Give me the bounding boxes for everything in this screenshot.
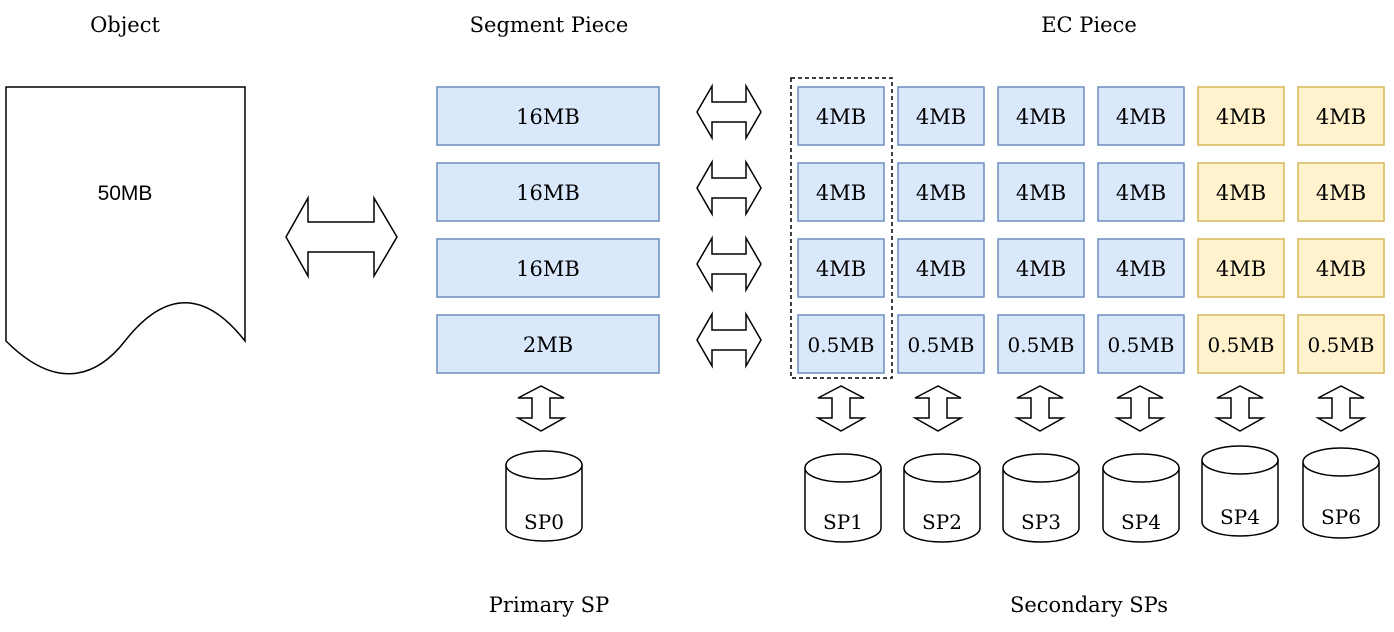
object-size-label: 50MB <box>98 182 153 205</box>
sp-label: SP4 <box>1220 505 1260 529</box>
object-document: 50MB <box>5 86 246 375</box>
horizontal-double-arrow <box>696 83 762 141</box>
segment-piece-header: Segment Piece <box>470 13 629 37</box>
ec-cell-label: 0.5MB <box>1108 333 1175 357</box>
segment-piece-list: 16MB 16MB 16MB 2MB <box>436 86 660 374</box>
secondary-sp: SP2 <box>903 453 981 543</box>
sp-label: SP2 <box>922 510 962 534</box>
ec-cell-label: 4MB <box>1316 105 1366 129</box>
ec-cell-label: 4MB <box>916 181 966 205</box>
ec-cell-label: 4MB <box>1216 257 1266 281</box>
ec-cell-label: 0.5MB <box>1308 333 1375 357</box>
vertical-double-arrow <box>1114 385 1166 432</box>
segment-piece: 2MB <box>436 314 660 374</box>
object-header: Object <box>90 13 160 37</box>
horizontal-double-arrow <box>696 159 762 217</box>
segment-size-label: 16MB <box>516 105 580 129</box>
ec-cell-label: 0.5MB <box>808 333 875 357</box>
segment-piece: 16MB <box>436 162 660 222</box>
database-cylinder-icon <box>1002 453 1080 543</box>
database-cylinder-icon <box>1201 445 1279 537</box>
sp-label: SP0 <box>524 510 564 534</box>
ec-cell-label: 4MB <box>1016 181 1066 205</box>
sp-label: SP4 <box>1121 510 1161 534</box>
secondary-sp: SP4 <box>1102 453 1180 543</box>
ec-cell-label: 4MB <box>1016 105 1066 129</box>
vertical-double-arrow <box>515 385 567 432</box>
vertical-double-arrow <box>1214 385 1266 432</box>
ec-piece-header: EC Piece <box>1041 13 1137 37</box>
segment-piece: 16MB <box>436 86 660 146</box>
ec-row: 0.5MB 0.5MB 0.5MB 0.5MB 0.5MB 0.5MB <box>797 314 1385 374</box>
segment-piece: 16MB <box>436 238 660 298</box>
database-cylinder-icon <box>1102 453 1180 543</box>
ec-row: 4MB 4MB 4MB 4MB 4MB 4MB <box>797 162 1385 222</box>
vertical-double-arrow <box>815 385 867 432</box>
ec-piece-grid: 4MB 4MB 4MB 4MB 4MB 4MB 4MB 4MB 4MB 4MB … <box>797 86 1385 374</box>
ec-cell-label: 4MB <box>1216 181 1266 205</box>
secondary-sp: SP3 <box>1002 453 1080 543</box>
ec-cell-label: 4MB <box>916 105 966 129</box>
primary-sp: SP0 <box>505 450 583 542</box>
secondary-sp: SP1 <box>804 453 882 543</box>
segment-ec-arrows <box>696 83 762 369</box>
database-cylinder-icon <box>505 450 583 542</box>
sp-label: SP3 <box>1021 510 1061 534</box>
ec-cell-label: 4MB <box>1116 105 1166 129</box>
sp-label: SP6 <box>1321 505 1361 529</box>
ec-cell-label: 0.5MB <box>1008 333 1075 357</box>
ec-cell-label: 4MB <box>1116 257 1166 281</box>
ec-row: 4MB 4MB 4MB 4MB 4MB 4MB <box>797 86 1385 146</box>
horizontal-double-arrow <box>696 235 762 293</box>
ec-cell-label: 4MB <box>1216 105 1266 129</box>
secondary-sp: SP6 <box>1302 447 1380 539</box>
ec-cell-label: 0.5MB <box>908 333 975 357</box>
object-segment-double-arrow <box>285 195 398 279</box>
vertical-double-arrow <box>912 385 964 432</box>
horizontal-double-arrow <box>696 311 762 369</box>
secondary-sps-caption: Secondary SPs <box>1010 593 1168 617</box>
ec-cell-label: 4MB <box>1016 257 1066 281</box>
ec-cell-label: 4MB <box>816 105 866 129</box>
database-cylinder-icon <box>1302 447 1380 539</box>
secondary-sp-list: SP1 SP2 SP3 SP4 <box>804 445 1380 543</box>
ec-cell-label: 0.5MB <box>1208 333 1275 357</box>
segment-size-label: 16MB <box>516 181 580 205</box>
ec-cell-label: 4MB <box>816 257 866 281</box>
ec-cell-label: 4MB <box>1316 181 1366 205</box>
ec-cell-label: 4MB <box>916 257 966 281</box>
ec-column-selection-box <box>790 77 893 379</box>
secondary-sp: SP4 <box>1201 445 1279 537</box>
ec-cell-label: 4MB <box>816 181 866 205</box>
vertical-arrows <box>515 385 1367 432</box>
ec-row: 4MB 4MB 4MB 4MB 4MB 4MB <box>797 238 1385 298</box>
segment-size-label: 2MB <box>523 333 573 357</box>
sp-label: SP1 <box>823 510 863 534</box>
primary-sp-caption: Primary SP <box>489 593 609 617</box>
vertical-double-arrow <box>1014 385 1066 432</box>
vertical-double-arrow <box>1315 385 1367 432</box>
ec-cell-label: 4MB <box>1316 257 1366 281</box>
database-cylinder-icon <box>804 453 882 543</box>
database-cylinder-icon <box>903 453 981 543</box>
segment-size-label: 16MB <box>516 257 580 281</box>
document-shape <box>5 86 246 375</box>
ec-cell-label: 4MB <box>1116 181 1166 205</box>
